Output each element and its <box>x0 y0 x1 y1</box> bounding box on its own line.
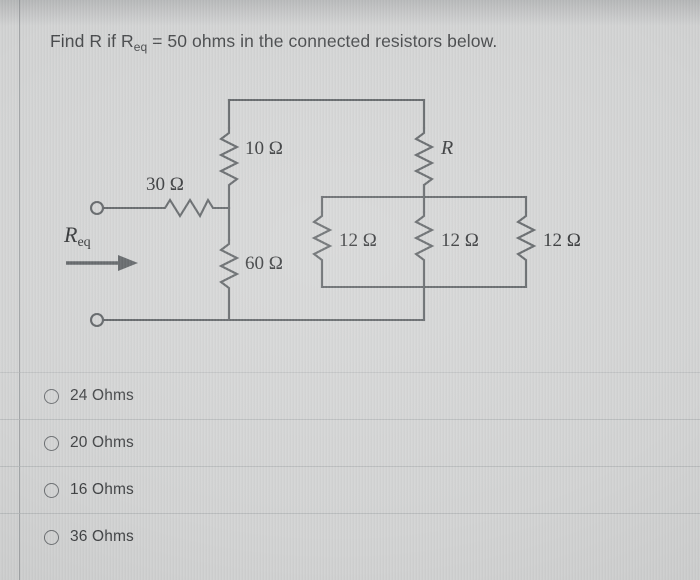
page-edge-line <box>19 0 20 580</box>
radio-button-1[interactable] <box>44 435 59 451</box>
resistor-label-R: R <box>441 137 454 159</box>
page-title: Find R if Req = 50 ohms in the connected… <box>50 31 497 54</box>
resistor-10ohm-symbol <box>218 126 240 210</box>
radio-button-2[interactable] <box>44 482 59 498</box>
prompt-subscript: eq <box>133 40 148 55</box>
resistor-30ohm-symbol <box>158 197 231 219</box>
req-label-subscript: eq <box>77 235 91 251</box>
option-label-2: 16 Ohms <box>70 481 134 498</box>
req-label: Req <box>64 222 91 251</box>
option-label-0: 24 Ohms <box>70 387 134 404</box>
resistor-12ohm-middle-symbol <box>413 210 435 289</box>
resistor-R-symbol <box>413 126 435 199</box>
resistor-label-12ohm-middle: 12 Ω <box>441 230 479 251</box>
option-row-2[interactable]: 16 Ohms <box>0 466 700 513</box>
terminal-bottom <box>89 312 105 328</box>
option-row-3[interactable]: 36 Ohms <box>0 513 700 560</box>
radio-button-0[interactable] <box>44 388 59 404</box>
answer-options-list: 24 Ohms 20 Ohms 16 Ohms 36 Ohms <box>0 372 700 560</box>
resistor-12ohm-right-symbol <box>515 210 537 289</box>
req-label-base: R <box>64 222 78 247</box>
resistor-label-12ohm-left: 12 Ω <box>339 230 377 251</box>
resistor-label-30ohm: 30 Ω <box>146 174 184 195</box>
req-arrow <box>66 255 138 271</box>
option-row-1[interactable]: 20 Ohms <box>0 419 700 466</box>
circuit-diagram <box>66 98 537 328</box>
resistor-12ohm-left-symbol <box>311 210 333 289</box>
resistor-label-10ohm: 10 Ω <box>245 138 283 159</box>
resistor-60ohm-symbol <box>218 238 240 322</box>
resistor-label-12ohm-right: 12 Ω <box>543 230 581 251</box>
option-label-3: 36 Ohms <box>70 528 134 545</box>
option-label-1: 20 Ohms <box>70 434 134 451</box>
terminal-top <box>89 200 105 216</box>
resistor-label-60ohm: 60 Ω <box>245 253 283 274</box>
prompt-text-before: Find R if R <box>50 31 134 51</box>
option-row-0[interactable]: 24 Ohms <box>0 372 700 419</box>
radio-button-3[interactable] <box>44 529 59 545</box>
prompt-text-after: = 50 ohms in the connected resistors bel… <box>147 31 498 51</box>
